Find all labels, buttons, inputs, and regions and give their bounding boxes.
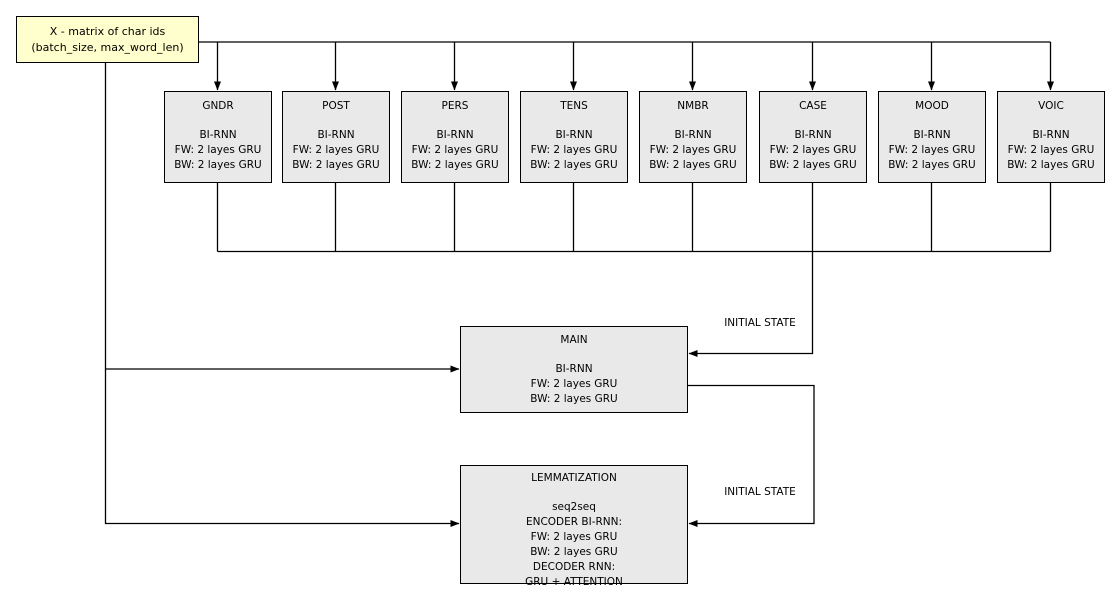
analyzer-title: CASE bbox=[799, 100, 827, 112]
analyzer-box-mood: MOOD BI-RNN FW: 2 layes GRU BW: 2 layes … bbox=[878, 91, 986, 183]
analyzer-line: BW: 2 layes GRU bbox=[1007, 159, 1095, 171]
analyzer-line: BI-RNN bbox=[1032, 129, 1070, 141]
lemmatization-box-line: ENCODER BI-RNN: bbox=[525, 516, 623, 528]
analyzer-box-pers: PERS BI-RNN FW: 2 layes GRU BW: 2 layes … bbox=[401, 91, 509, 183]
lemmatization-box-title: LEMMATIZATION bbox=[531, 472, 617, 484]
analyzer-line: FW: 2 layes GRU bbox=[649, 144, 737, 156]
analyzer-title: PERS bbox=[441, 100, 469, 112]
analyzer-line: FW: 2 layes GRU bbox=[411, 144, 499, 156]
analyzer-title: NMBR bbox=[677, 100, 709, 112]
analyzer-line: BW: 2 layes GRU bbox=[292, 159, 380, 171]
analyzer-box-case: CASE BI-RNN FW: 2 layes GRU BW: 2 layes … bbox=[759, 91, 867, 183]
analyzer-title: VOIC bbox=[1038, 100, 1064, 112]
lemmatization-box-line: seq2seq bbox=[552, 501, 596, 513]
initial-state-label-main: INITIAL STATE bbox=[724, 317, 796, 329]
initial-state-label-lemma: INITIAL STATE bbox=[724, 486, 796, 498]
lemmatization-box-line: DECODER RNN: bbox=[532, 561, 616, 573]
analyzer-box-nmbr: NMBR BI-RNN FW: 2 layes GRU BW: 2 layes … bbox=[639, 91, 747, 183]
lemmatization-box: LEMMATIZATION seq2seq ENCODER BI-RNN: FW… bbox=[460, 465, 688, 588]
analyzer-title: TENS bbox=[560, 100, 588, 112]
analyzer-line: BW: 2 layes GRU bbox=[769, 159, 857, 171]
analyzer-line: BI-RNN bbox=[317, 129, 355, 141]
analyzer-line: BI-RNN bbox=[199, 129, 237, 141]
analyzer-title: MOOD bbox=[915, 100, 949, 112]
analyzer-line: FW: 2 layes GRU bbox=[174, 144, 262, 156]
lemmatization-box-line: BW: 2 layes GRU bbox=[530, 546, 618, 558]
analyzer-line: BI-RNN bbox=[674, 129, 712, 141]
analyzer-box-tens: TENS BI-RNN FW: 2 layes GRU BW: 2 layes … bbox=[520, 91, 628, 183]
input-matrix-box: X - matrix of char ids (batch_size, max_… bbox=[16, 16, 199, 63]
input-trunk-line bbox=[104, 63, 460, 527]
analyzer-line: FW: 2 layes GRU bbox=[530, 144, 618, 156]
analyzer-line: BW: 2 layes GRU bbox=[530, 159, 618, 171]
analyzer-box-gndr: GNDR BI-RNN FW: 2 layes GRU BW: 2 layes … bbox=[164, 91, 272, 183]
main-box: MAIN BI-RNN FW: 2 layes GRU BW: 2 layes … bbox=[460, 326, 688, 413]
main-box-line: BW: 2 layes GRU bbox=[530, 393, 618, 405]
main-to-lemma-arrow bbox=[688, 384, 815, 527]
main-box-title: MAIN bbox=[560, 334, 588, 346]
analyzer-title: POST bbox=[322, 100, 350, 112]
analyzer-line: BI-RNN bbox=[436, 129, 474, 141]
initial-state-main-arrow bbox=[688, 251, 814, 357]
main-box-line: BI-RNN bbox=[555, 363, 593, 375]
analyzer-box-post: POST BI-RNN FW: 2 layes GRU BW: 2 layes … bbox=[282, 91, 390, 183]
lemmatization-box-line: GRU + ATTENTION bbox=[525, 576, 623, 588]
analyzer-line: FW: 2 layes GRU bbox=[1007, 144, 1095, 156]
lemmatization-box-line: FW: 2 layes GRU bbox=[530, 531, 618, 543]
analyzer-line: FW: 2 layes GRU bbox=[292, 144, 380, 156]
analyzer-line: BI-RNN bbox=[794, 129, 832, 141]
analyzer-line: BI-RNN bbox=[555, 129, 593, 141]
main-box-line: FW: 2 layes GRU bbox=[530, 378, 618, 390]
input-matrix-line2: (batch_size, max_word_len) bbox=[31, 41, 184, 54]
analyzer-line: BW: 2 layes GRU bbox=[174, 159, 262, 171]
analyzer-line: BI-RNN bbox=[913, 129, 951, 141]
analyzer-line: BW: 2 layes GRU bbox=[888, 159, 976, 171]
input-matrix-line1: X - matrix of char ids bbox=[49, 25, 166, 38]
analyzer-line: BW: 2 layes GRU bbox=[649, 159, 737, 171]
analyzer-box-voic: VOIC BI-RNN FW: 2 layes GRU BW: 2 layes … bbox=[997, 91, 1105, 183]
analyzer-title: GNDR bbox=[202, 100, 234, 112]
analyzer-line: BW: 2 layes GRU bbox=[411, 159, 499, 171]
analyzer-line: FW: 2 layes GRU bbox=[888, 144, 976, 156]
analyzer-line: FW: 2 layes GRU bbox=[769, 144, 857, 156]
